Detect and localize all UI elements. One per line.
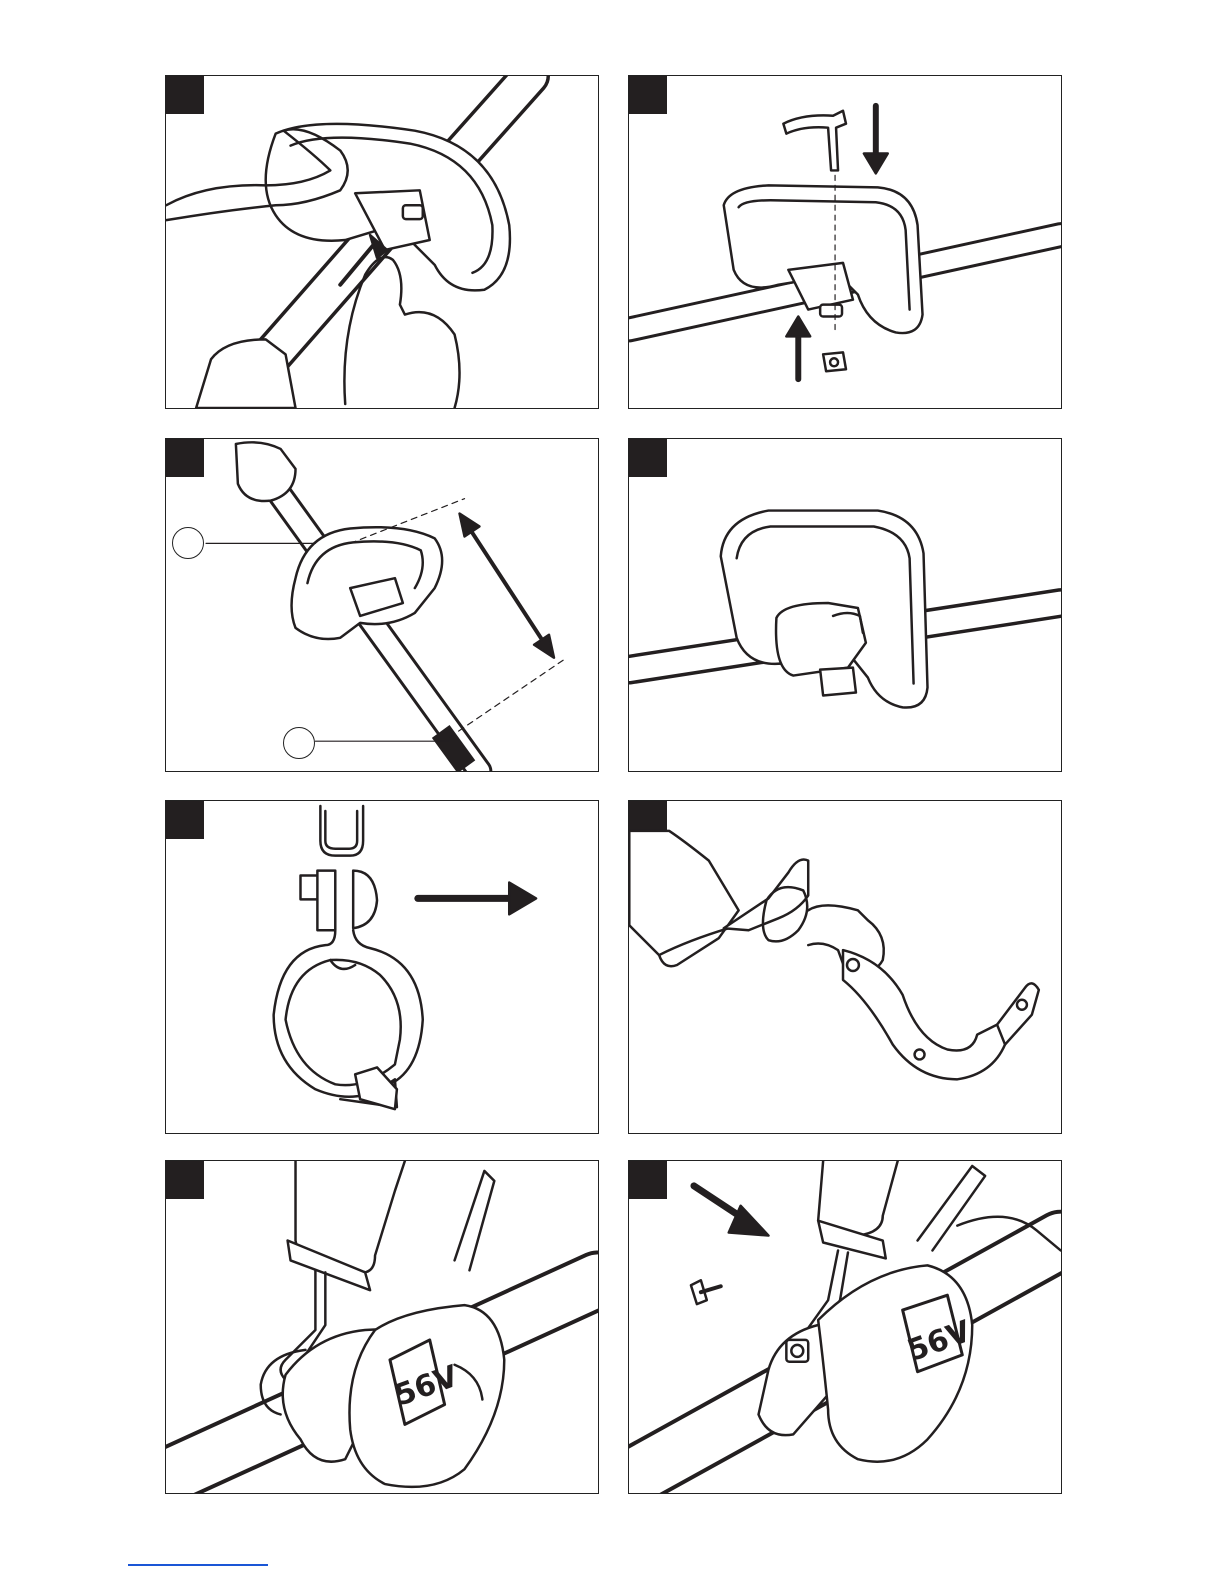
handle-slide-illustration [166, 76, 598, 408]
figure-panel-8: 56V [628, 1160, 1062, 1494]
callout-circle-b [283, 727, 315, 759]
strap-screw-attach-illustration: 56V [629, 1161, 1061, 1493]
figure-panel-2 [628, 75, 1062, 409]
strap-clamp-open-illustration [166, 801, 598, 1133]
callout-circle-a [172, 527, 204, 559]
figure-panel-3 [165, 438, 599, 772]
strap-on-motor-housing-illustration: 56V [166, 1161, 598, 1493]
strap-hook-clamp-illustration [629, 801, 1061, 1133]
footer-link-underline[interactable] [128, 1564, 268, 1566]
figure-panel-7: 56V [165, 1160, 599, 1494]
figure-panel-4 [628, 438, 1062, 772]
handle-position-illustration [166, 439, 598, 771]
handle-assembled-illustration [629, 439, 1061, 771]
figure-panel-5 [165, 800, 599, 1134]
figure-panel-1 [165, 75, 599, 409]
handle-knob-exploded-illustration [629, 76, 1061, 408]
figure-panel-6 [628, 800, 1062, 1134]
